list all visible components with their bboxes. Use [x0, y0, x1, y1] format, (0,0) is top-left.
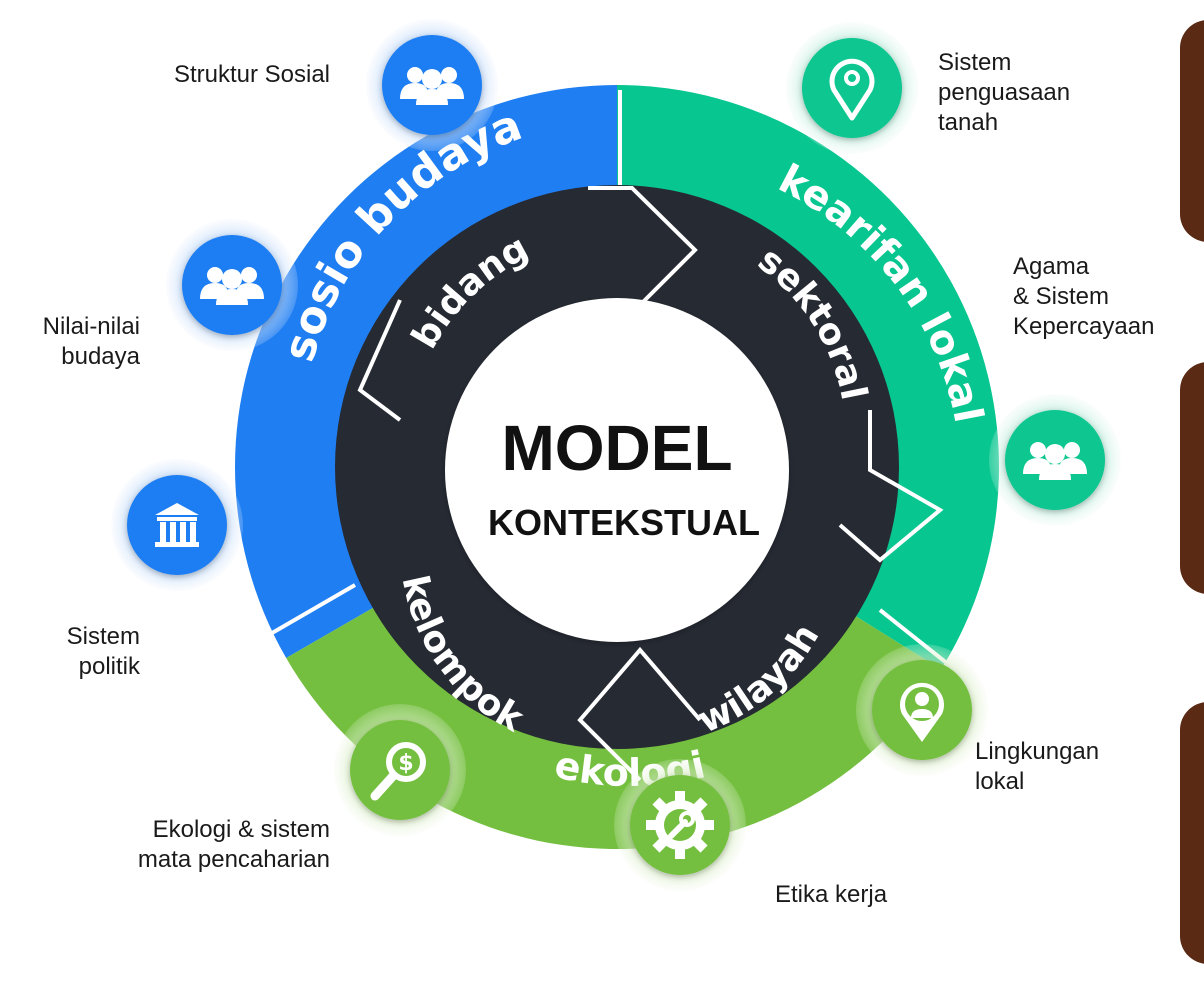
chevron-left [357, 299, 402, 422]
icon-disc [802, 38, 902, 138]
chevron-top [588, 186, 698, 307]
center-circle [445, 298, 789, 642]
side-card-bottom [1180, 702, 1204, 964]
icon-node-7: $ [334, 704, 466, 836]
node-label-etika-kerja: Etika kerja [775, 881, 888, 908]
icon-node-3 [786, 22, 918, 154]
map-pin-icon [829, 58, 875, 121]
person-pin-icon [900, 682, 944, 742]
icon-node-0 [366, 19, 498, 151]
icon-node-6 [614, 759, 746, 891]
users-icon [400, 67, 464, 105]
outer-segment-kearifan [617, 85, 999, 670]
icon-disc [127, 475, 227, 575]
icon-node-4 [989, 394, 1121, 526]
center-subtitle: KONTEKSTUAL [488, 502, 760, 543]
svg-text:$: $ [398, 751, 413, 776]
side-card-middle [1180, 362, 1204, 594]
nodes-layer: $ [111, 19, 1121, 891]
center-title: MODEL [501, 412, 732, 484]
money-search-icon: $ [370, 742, 426, 801]
icon-node-1 [166, 219, 298, 351]
users-icon [200, 267, 264, 305]
users-icon [1023, 442, 1087, 480]
icon-node-5 [856, 644, 988, 776]
institution-icon [155, 503, 199, 547]
chevron-bottom [577, 646, 702, 782]
gear-wrench-icon [646, 791, 714, 859]
icon-node-2 [111, 459, 243, 591]
chevron-right [838, 410, 944, 563]
divider-left [258, 583, 357, 642]
side-card-top [1180, 20, 1204, 242]
outer-segment-sosio [234, 85, 617, 658]
node-label-struktur-sosial: Struktur Sosial [173, 61, 330, 88]
